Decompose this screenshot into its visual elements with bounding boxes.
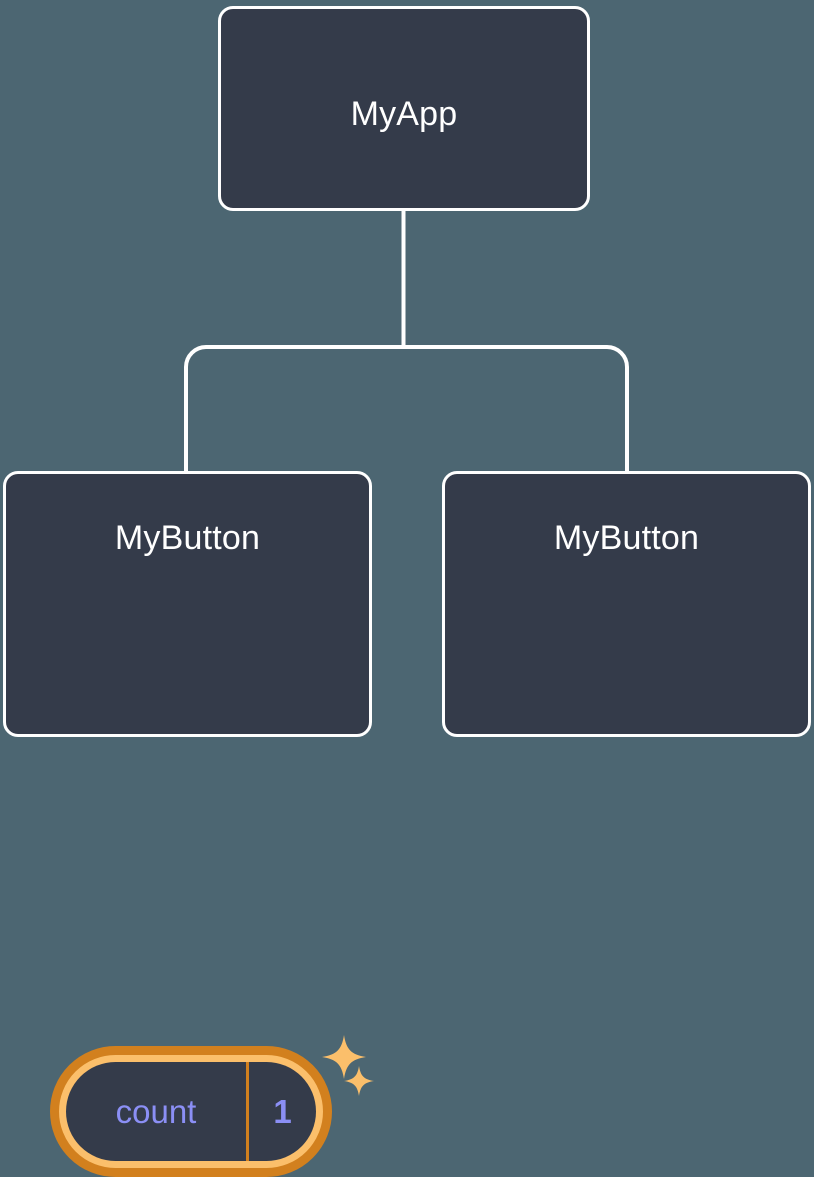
component-tree-diagram: MyApp MyButton count 1 MyButton count 0 [3,6,811,1177]
node-mybutton-right[interactable]: MyButton count 0 [442,471,811,737]
state-badge-count-highlighted[interactable]: count 1 [50,1046,332,1177]
state-badge-value: 1 [273,1093,292,1130]
connector-branch-left [184,345,404,471]
node-mybutton-left[interactable]: MyButton count 1 [3,471,374,1177]
node-myapp-label: MyApp [350,95,458,133]
node-mybutton-right-label: MyButton [553,519,700,557]
tree-connectors [184,211,629,471]
state-badge-key: count [115,1093,197,1130]
connector-branch-right [403,345,629,471]
node-myapp[interactable]: MyApp [218,6,590,211]
sparkle-small-icon [344,1066,374,1096]
node-mybutton-left-label: MyButton [114,519,261,557]
state-badge-inner: count 1 [66,1062,316,1161]
